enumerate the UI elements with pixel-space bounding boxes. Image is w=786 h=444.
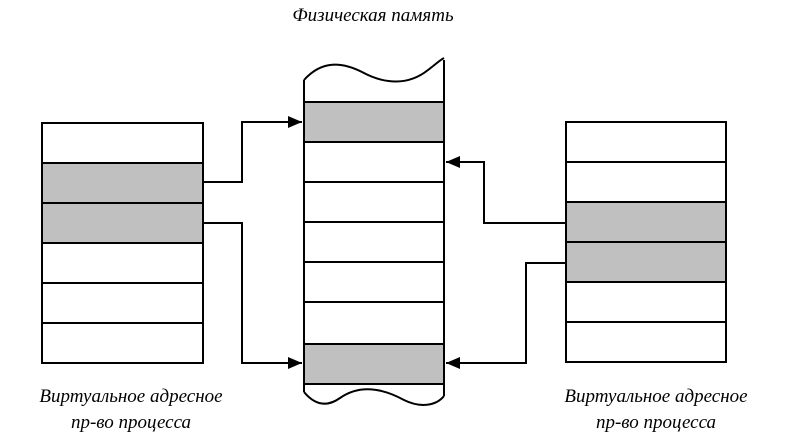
physical-frame-0 [303,101,445,143]
left-caption-line-2: пр-во процесса [70,412,192,433]
mapping-arrow-left-page2-to-frame6 [203,222,302,369]
left-page-0 [41,122,204,164]
left-page-4 [41,282,204,324]
physical-memory-top-break [303,57,445,83]
left-page-1 [41,162,204,204]
left-page-3 [41,242,204,284]
right-page-1 [565,161,727,203]
right-space-caption: Виртуальное адресное пр-во процесса [526,384,786,436]
left-page-2 [41,202,204,244]
right-page-4 [565,281,727,323]
physical-memory-column [303,57,445,406]
right-page-3 [565,241,727,283]
mapping-arrow-right-page2-to-frame1 [446,156,566,224]
left-page-5 [41,322,204,364]
right-page-0 [565,121,727,163]
left-space-caption: Виртуальное адресное пр-во процесса [0,384,262,436]
mapping-arrow-left-page1-to-frame0 [203,116,302,183]
physical-memory-bottom-break [303,388,445,406]
mapping-arrow-right-page3-to-frame6 [446,262,566,369]
physical-frame-6 [303,343,445,385]
left-virtual-address-space [41,122,204,364]
right-caption-line-1: Виртуальное адресное [564,386,748,407]
right-caption-line-2: пр-во процесса [595,412,717,433]
right-virtual-address-space [565,121,727,363]
left-caption-line-1: Виртуальное адресное [39,386,223,407]
right-page-2 [565,201,727,243]
right-page-5 [565,321,727,363]
physical-memory-title: Физическая память [292,5,454,26]
